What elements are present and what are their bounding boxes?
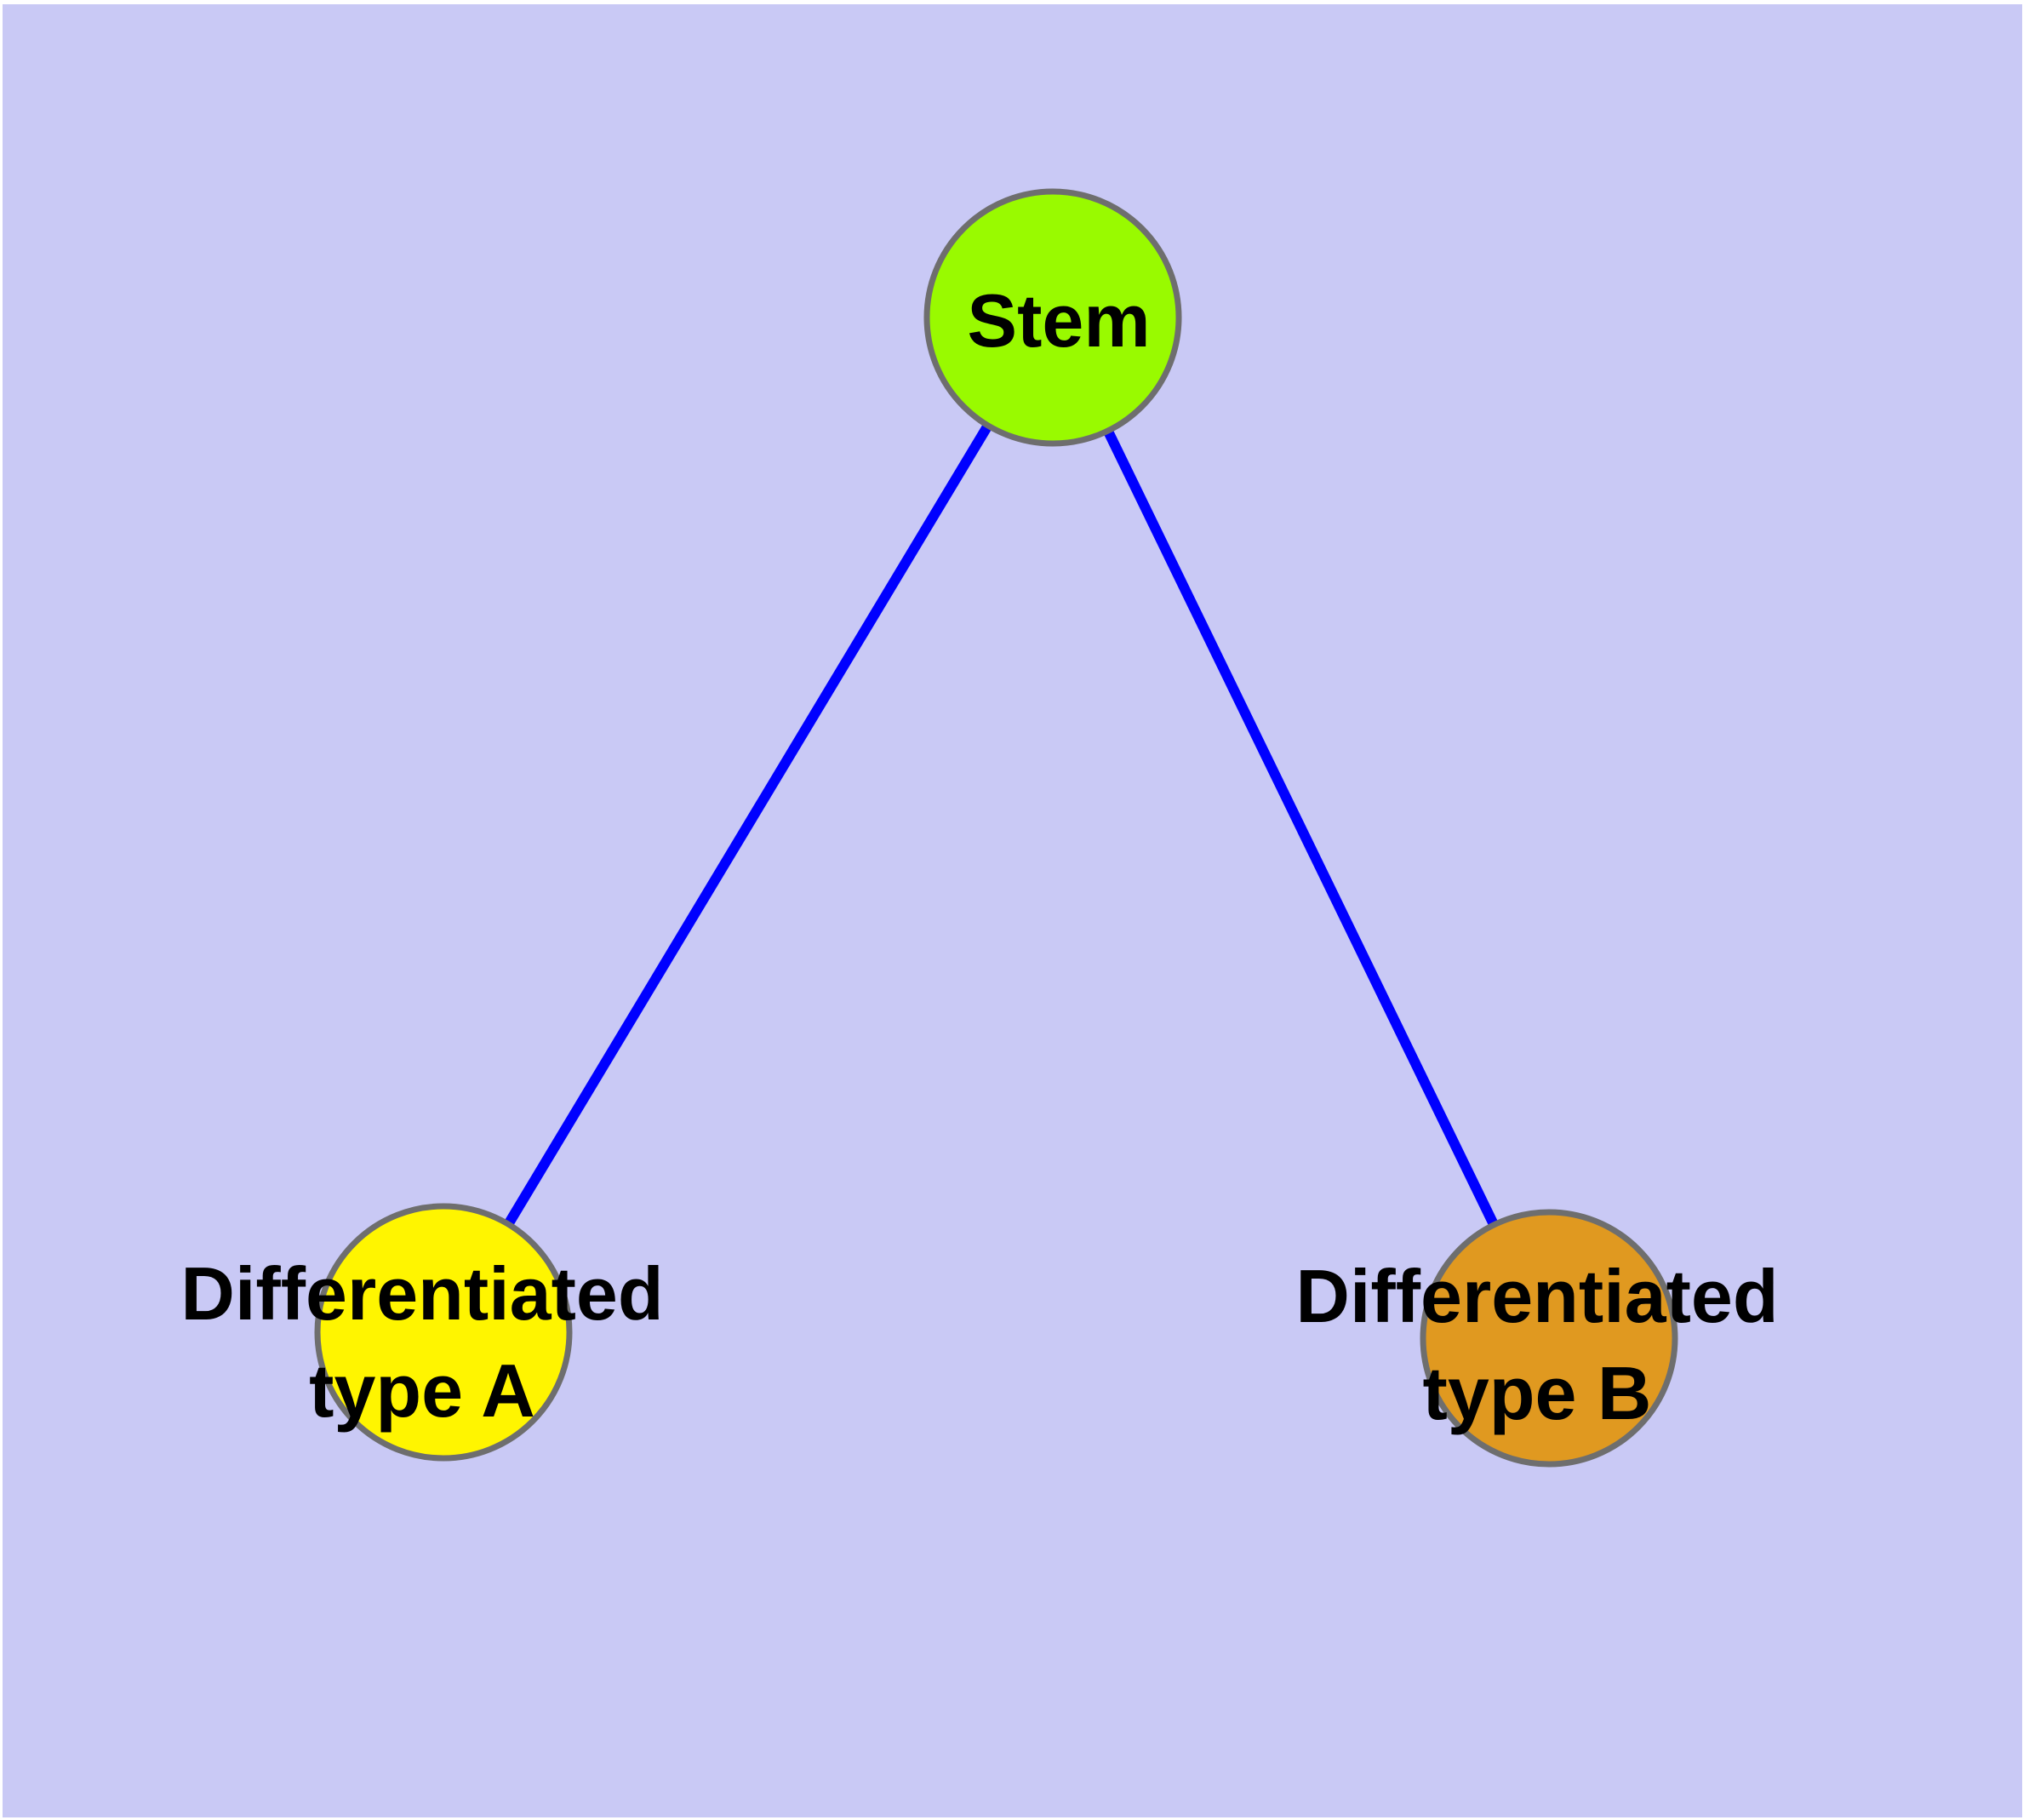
stem-node-label: Stem xyxy=(967,272,1150,369)
differentiated-type-a-node-label: Differentiated type A xyxy=(180,1245,663,1439)
type-b-label-line2: type B xyxy=(1422,1351,1652,1435)
edge-stem-to-type-b xyxy=(1048,315,1554,1341)
type-a-label-line2: type A xyxy=(309,1348,535,1433)
differentiated-type-b-node-label: Differentiated type B xyxy=(1295,1248,1778,1442)
type-b-label-line1: Differentiated xyxy=(1295,1254,1779,1338)
type-a-label-line1: Differentiated xyxy=(180,1251,664,1336)
stem-node-circle xyxy=(923,188,1182,447)
stem-node-label-text: Stem xyxy=(967,278,1151,363)
differentiated-type-b-node-circle xyxy=(1420,1209,1678,1468)
differentiated-type-a-node-circle xyxy=(314,1203,573,1462)
edge-stem-to-type-a xyxy=(438,314,1058,1336)
